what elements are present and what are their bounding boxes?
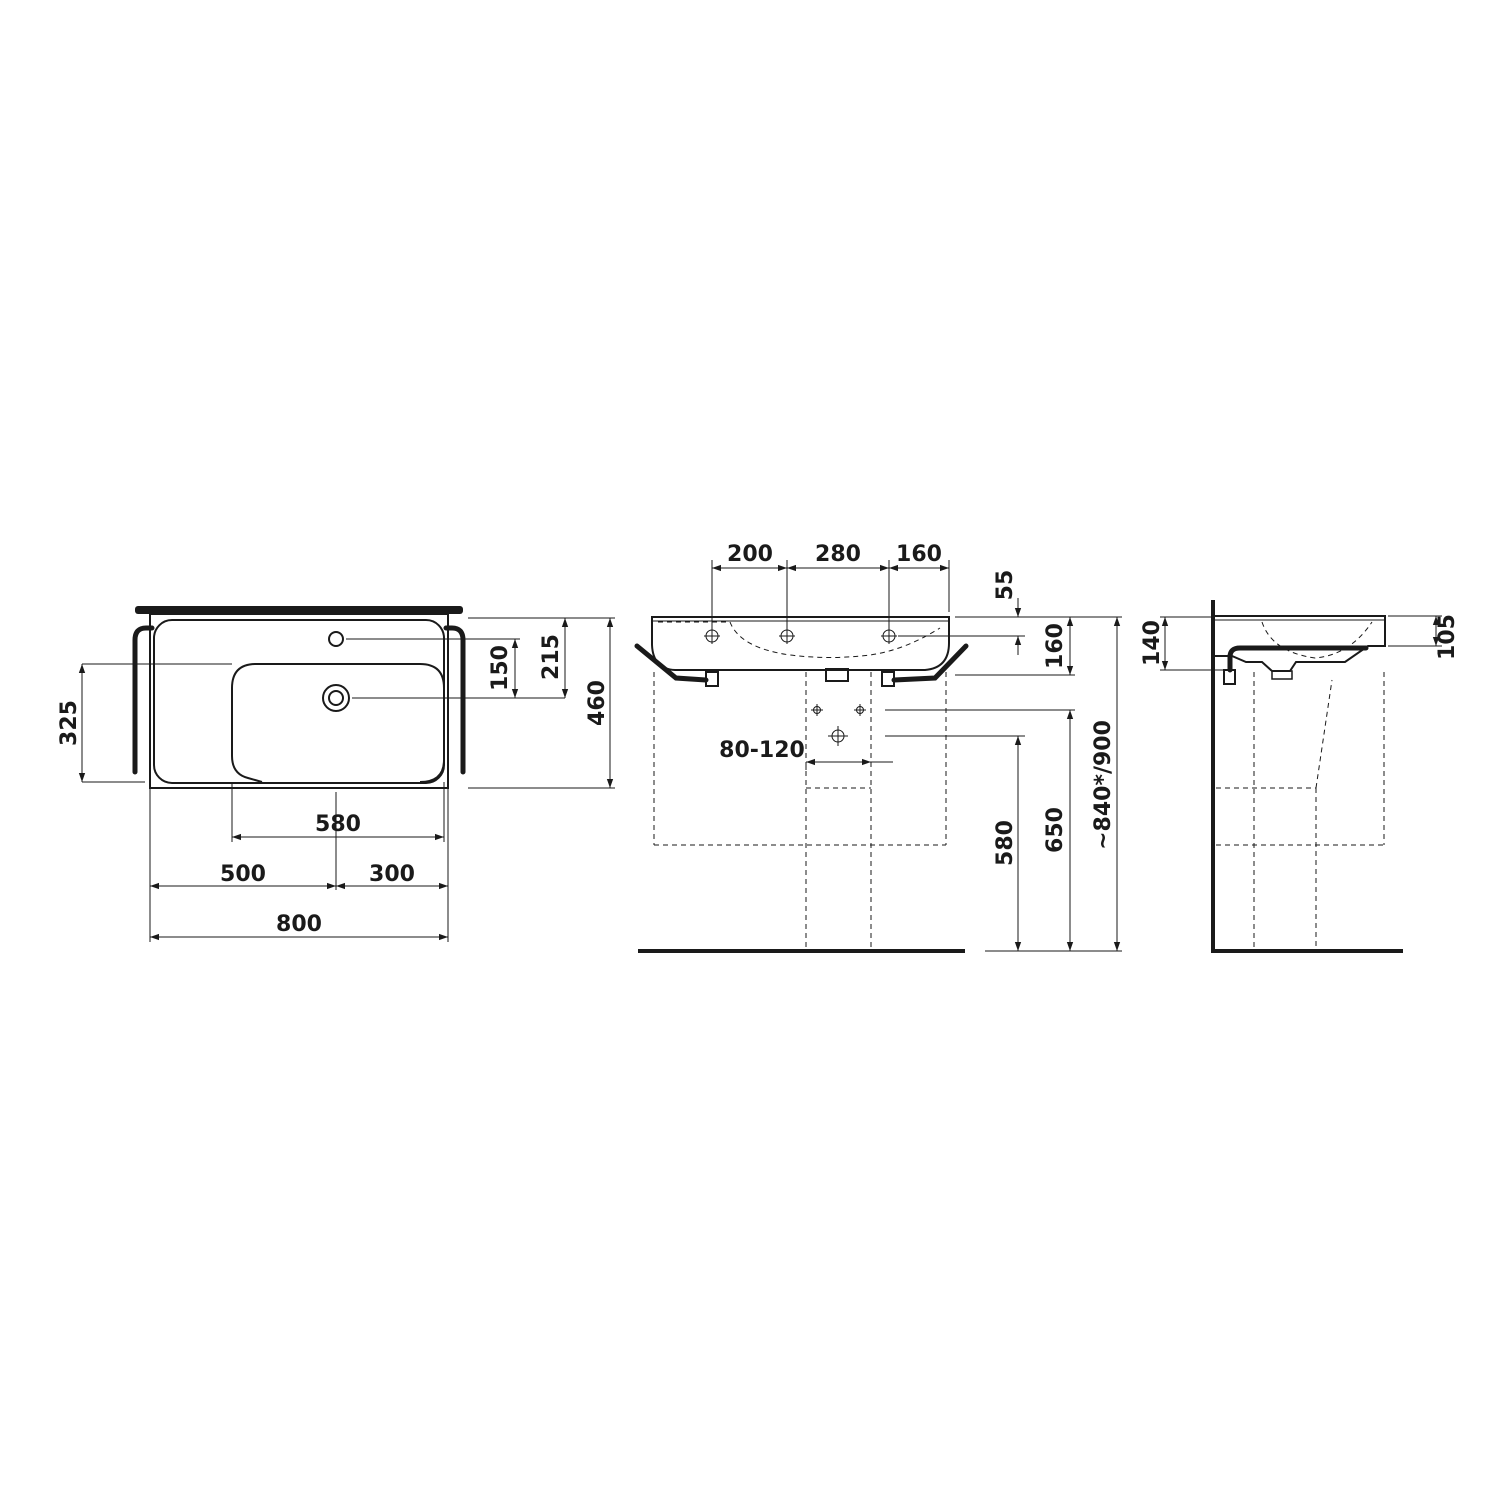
dim-160-side-label: 160: [1043, 623, 1068, 669]
dim-580-front-label: 580: [993, 820, 1018, 866]
plan-drain-inner: [328, 690, 344, 706]
plan-view: 325 150 215 460 580 500 300 800: [57, 606, 615, 942]
dim-200-label: 200: [727, 542, 773, 567]
dim-140-label: 140: [1140, 620, 1165, 666]
side-hidden-bowl: [1261, 621, 1373, 659]
dim-150-label: 150: [488, 645, 513, 691]
front-fixing-points: [811, 704, 866, 746]
dim-500-label: 500: [220, 862, 266, 887]
front-basin: [651, 616, 950, 671]
dim-460-label: 460: [585, 680, 610, 726]
dim-105-label: 105: [1435, 614, 1460, 660]
side-bracket: [1223, 669, 1236, 685]
front-waste-outlet: [825, 668, 849, 682]
front-bracket-right: [881, 671, 895, 687]
front-tap-holes: [704, 628, 897, 644]
side-waste-outlet: [1271, 670, 1293, 680]
side-hidden-cabinet: [1216, 672, 1385, 948]
front-hidden-cabinet: [653, 672, 947, 948]
dim-325-label: 325: [57, 700, 82, 746]
front-bracket-left: [705, 671, 719, 687]
side-basin: [1215, 615, 1386, 672]
dim-80-120-label: 80-120: [719, 738, 805, 763]
front-towel-rail-left: [634, 643, 709, 683]
dim-280-label: 280: [815, 542, 861, 567]
front-view: 200 280 160 55 160 80-120 580 650 ~840*/…: [634, 542, 1122, 953]
dim-55-label: 55: [993, 570, 1018, 601]
dim-580-label: 580: [315, 812, 361, 837]
front-hidden-bowl: [658, 621, 941, 658]
side-towel-rail: [1227, 645, 1369, 673]
plan-drain-outer: [322, 684, 350, 712]
plan-bowl: [231, 663, 445, 783]
plan-basin-outline: [149, 613, 449, 789]
dim-300-label: 300: [369, 862, 415, 887]
dim-215-label: 215: [539, 634, 564, 680]
plan-top-rim: [135, 606, 463, 614]
dim-160-top-label: 160: [896, 542, 942, 567]
dim-800-label: 800: [276, 912, 322, 937]
plan-basin-rim: [153, 619, 445, 784]
dim-840-900-label: ~840*/900: [1091, 720, 1116, 850]
dim-650-label: 650: [1043, 807, 1068, 853]
plan-tap-hole: [328, 631, 344, 647]
side-view: 140 105: [1140, 600, 1460, 953]
